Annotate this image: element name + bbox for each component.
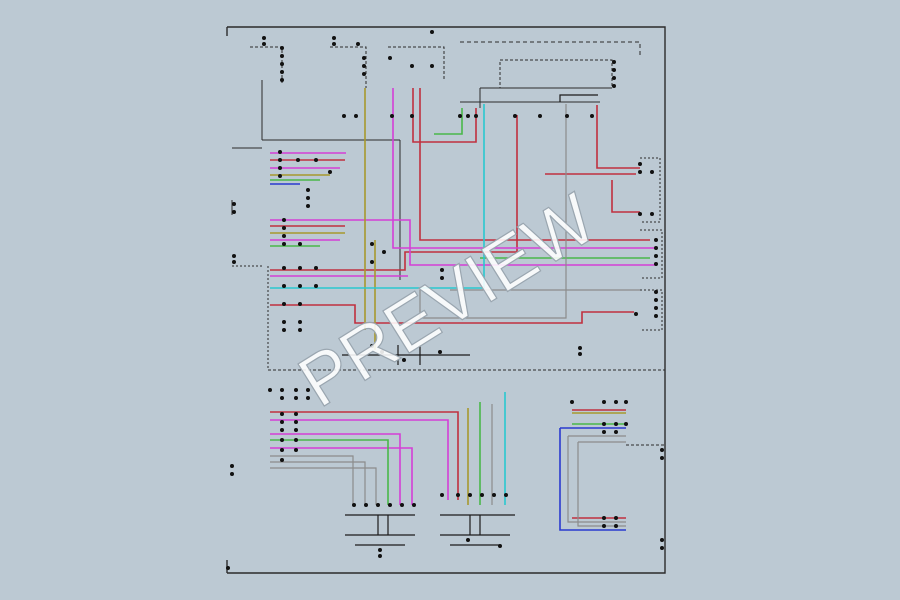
- wires-gray: [270, 104, 640, 527]
- right-connector-outlines: [640, 157, 663, 331]
- preview-watermark: PREVIEW: [285, 178, 610, 423]
- wires-cyan: [270, 104, 506, 505]
- wires-blue: [270, 183, 626, 531]
- watermark-text: PREVIEW: [285, 179, 609, 423]
- terminal-dots: [226, 30, 664, 570]
- top-connector-blocks: [231, 41, 665, 446]
- wires-magenta: [270, 88, 655, 505]
- wires-green: [270, 108, 650, 505]
- wires-black: [342, 94, 598, 546]
